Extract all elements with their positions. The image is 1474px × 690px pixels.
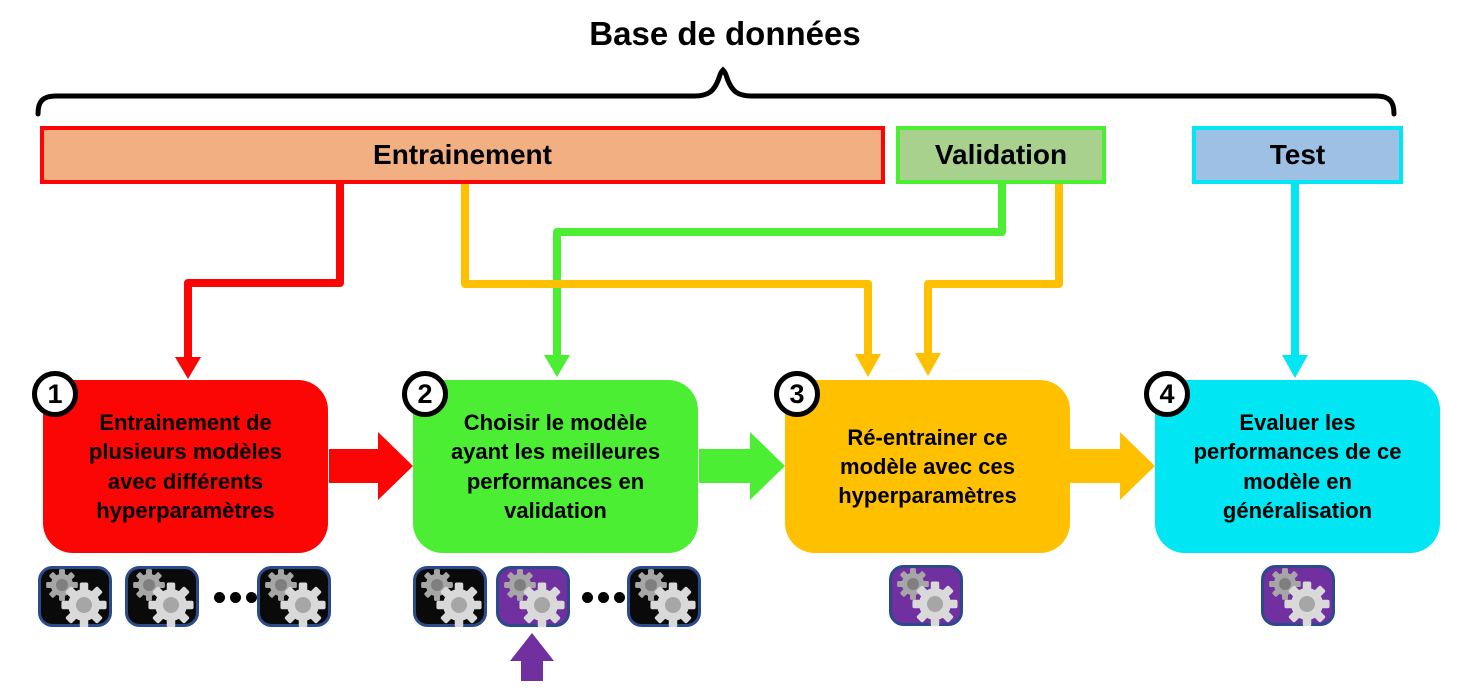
up-arrow-icon: [510, 633, 554, 681]
page-title: Base de données: [589, 15, 861, 52]
step-number-badge-3: 3: [774, 371, 820, 417]
step-box-1: Entrainement de plusieurs modèles avec d…: [43, 380, 328, 553]
step-number-badge-4: 4: [1144, 371, 1190, 417]
bar-validation: Validation: [896, 126, 1106, 184]
connector-test-step4: [1282, 181, 1308, 378]
step-4-text: Evaluer les performances de ce modèle en…: [1193, 410, 1402, 523]
ellipsis-icon: [582, 592, 625, 603]
bar-test-label: Test: [1269, 139, 1326, 170]
connector-validation-step2: [544, 181, 1006, 377]
selected-gears-icon: [889, 565, 963, 626]
connector-entrainement-step3: [461, 181, 881, 377]
step-box-4: Evaluer les performances de ce modèle en…: [1155, 380, 1440, 553]
bar-validation-label: Validation: [934, 139, 1068, 170]
step-3-text: Ré-entrainer ce modèle avec ces hyperpar…: [838, 424, 1017, 509]
step-box-2: Choisir le modèle ayant les meilleures p…: [413, 380, 698, 553]
connector-validation-step3: [915, 181, 1063, 376]
gears-icon: [257, 566, 331, 627]
bar-entrainement-label: Entrainement: [373, 139, 552, 170]
selected-gears-icon: [1261, 565, 1335, 626]
step-box-3: Ré-entrainer ce modèle avec ces hyperpar…: [785, 380, 1070, 553]
ellipsis-icon: [214, 592, 257, 603]
arrow-step1-to-step2: [329, 432, 413, 500]
step-number-badge-1: 1: [32, 371, 78, 417]
arrow-step3-to-step4: [1069, 432, 1155, 500]
arrow-step2-to-step3: [699, 432, 785, 500]
step-number-badge-2: 2: [402, 371, 448, 417]
bar-entrainement: Entrainement: [40, 126, 885, 184]
gears-icon: [413, 566, 487, 627]
gears-icon: [125, 566, 199, 627]
gears-icon: [38, 566, 112, 627]
curly-brace: [35, 66, 1397, 117]
connector-entrainement-step1: [175, 181, 344, 379]
step-2-text: Choisir le modèle ayant les meilleures p…: [450, 410, 661, 523]
selected-gears-icon: [496, 566, 570, 627]
gears-icon: [627, 566, 701, 627]
bar-test: Test: [1192, 126, 1403, 184]
step-1-text: Entrainement de plusieurs modèles avec d…: [88, 410, 283, 523]
